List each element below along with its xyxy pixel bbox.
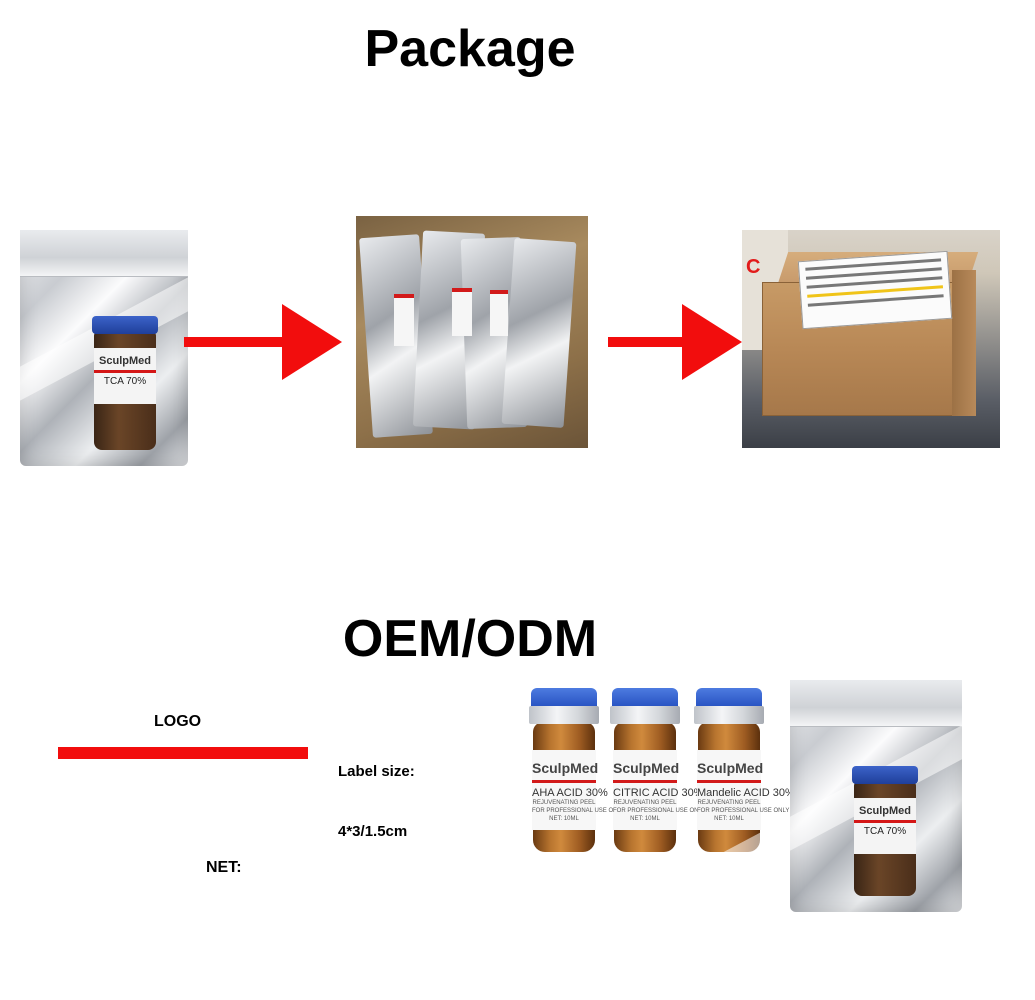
pouch-vial: SculpMed TCA 70% (852, 766, 918, 896)
net-label: NET: (206, 859, 242, 876)
oem-odm-heading: OEM/ODM (342, 610, 598, 668)
arrow-2-head (682, 304, 742, 380)
arrow-1-shaft (184, 337, 284, 347)
pouch-vial: SculpMed TCA 70% (92, 316, 158, 450)
label-red-stripe (58, 747, 308, 759)
vial-aha: SculpMed AHA ACID 30% REJUVENATING PEEL … (529, 688, 624, 852)
vial-product: TCA 70% (103, 376, 147, 387)
pouch-seal (20, 230, 188, 277)
vial-brand: SculpMed (99, 355, 151, 367)
vial-label: SculpMed TCA 70% (854, 798, 916, 854)
arrow-1-head (282, 304, 342, 380)
vial-label: SculpMed AHA ACID 30% REJUVENATING PEEL … (532, 750, 624, 830)
label-size-value: 4*3/1.5cm (338, 823, 408, 840)
vial-cap-icon (612, 688, 678, 708)
foil-pouch-image: SculpMed TCA 70% (0, 230, 260, 466)
vial-label: SculpMed CITRIC ACID 30% REJUVENATING PE… (613, 750, 705, 830)
shipping-box-photo: C (742, 230, 1000, 448)
vial-label: SculpMed Mandelic ACID 30% REJUVENATING … (697, 750, 795, 830)
shipping-waybill (797, 250, 953, 330)
vial-label: SculpMed TCA 70% (94, 348, 156, 404)
vial-mandelic: SculpMed Mandelic ACID 30% REJUVENATING … (694, 688, 795, 852)
vial-cap-icon (696, 688, 762, 708)
logo-label: LOGO (154, 713, 202, 730)
foil-pouch-image-oem: SculpMed TCA 70% (717, 680, 1035, 912)
vial-cap (92, 316, 158, 334)
package-heading: Package (364, 20, 576, 78)
packed-pouches-photo (356, 216, 588, 448)
pouch-seal (790, 680, 962, 727)
vial-cap-icon (531, 688, 597, 708)
vial-citric: SculpMed CITRIC ACID 30% REJUVENATING PE… (610, 688, 705, 852)
vial-cap (852, 766, 918, 784)
label-size-label: Label size: (338, 763, 415, 780)
arrow-2-shaft (608, 337, 684, 347)
